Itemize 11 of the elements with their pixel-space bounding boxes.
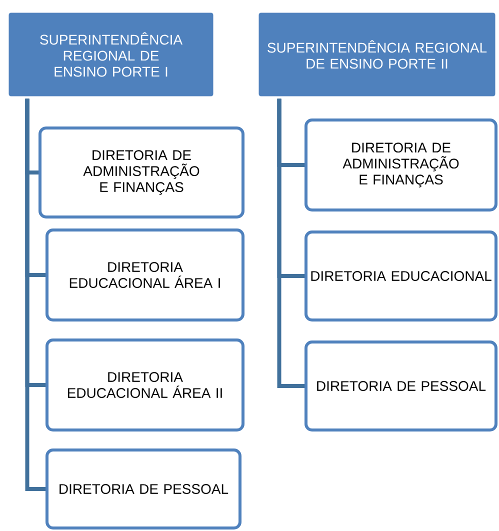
- department-box: DIRETORIA DE ADMINISTRAÇÃO E FINANÇAS: [304, 118, 498, 212]
- header-box: SUPERINTENDÊNCIA REGIONAL DE ENSINO PORTE II: [257, 11, 497, 98]
- department-box: DIRETORIA DE PESSOAL: [304, 340, 498, 432]
- department-box: DIRETORIA EDUCACIONAL ÁREA II: [46, 338, 244, 432]
- department-box: DIRETORIA DE ADMINISTRAÇÃO E FINANÇAS: [38, 126, 244, 218]
- header-box: SUPERINTENDÊNCIA REGIONAL DE ENSINO PORTE I: [7, 11, 215, 98]
- department-box: DIRETORIA EDUCACIONAL: [304, 230, 498, 322]
- connector-line: [277, 98, 304, 388]
- department-box: DIRETORIA DE PESSOAL: [46, 448, 242, 530]
- connector-line: [25, 98, 46, 491]
- department-box: DIRETORIA EDUCACIONAL ÁREA I: [46, 228, 244, 322]
